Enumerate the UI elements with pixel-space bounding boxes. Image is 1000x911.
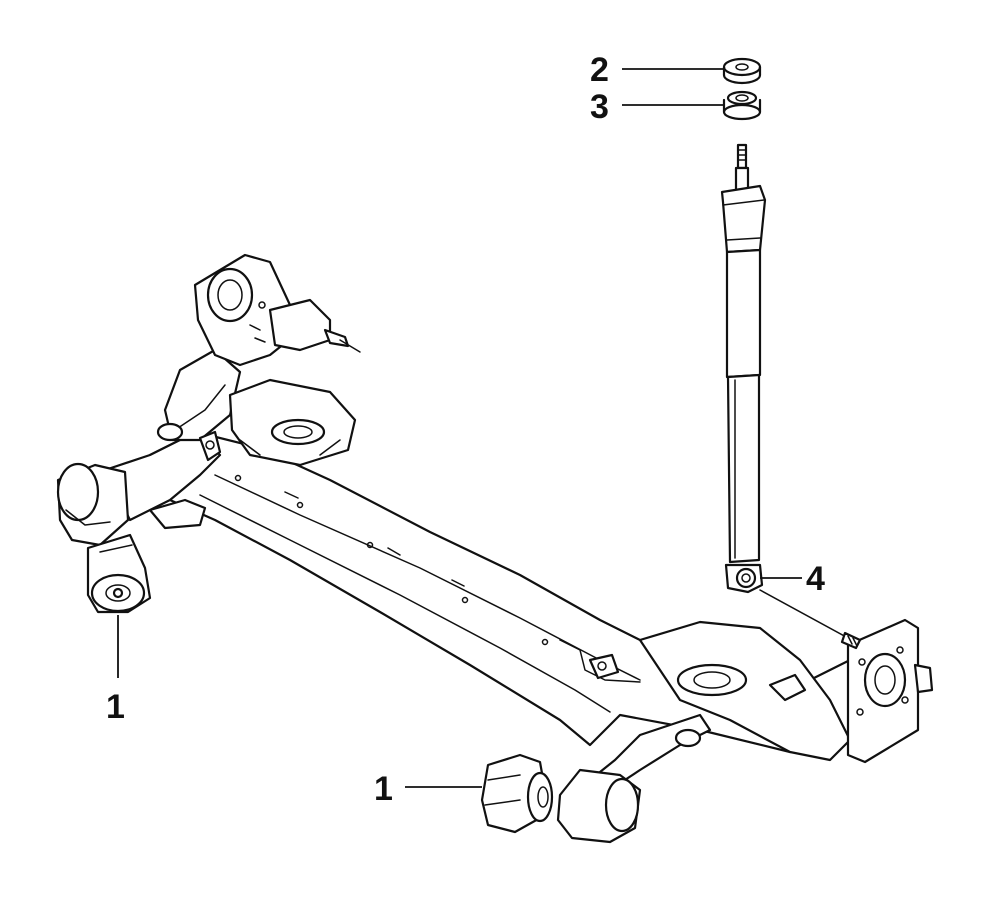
- shock-absorber: [720, 143, 767, 594]
- bushing-bottom: [480, 753, 554, 834]
- callout-2: 2: [590, 51, 609, 89]
- left-spindle-bracket: [193, 253, 361, 467]
- shock-upper-bushing: [722, 90, 762, 121]
- right-trailing-arm: [573, 620, 852, 802]
- left-arm-bushing-eye: [56, 462, 130, 547]
- callout-3: 3: [590, 88, 609, 126]
- callout-1-left: 1: [106, 688, 125, 726]
- bushing-left: [86, 533, 152, 614]
- right-arm-bushing-eye: [556, 768, 642, 844]
- shock-top-washer: [722, 57, 762, 85]
- shock-mounting-bolt: [759, 589, 862, 650]
- left-trailing-arm: [103, 348, 242, 530]
- right-spindle-plate: [846, 618, 934, 764]
- callout-4: 4: [806, 560, 825, 598]
- callout-1-bottom: 1: [374, 770, 393, 808]
